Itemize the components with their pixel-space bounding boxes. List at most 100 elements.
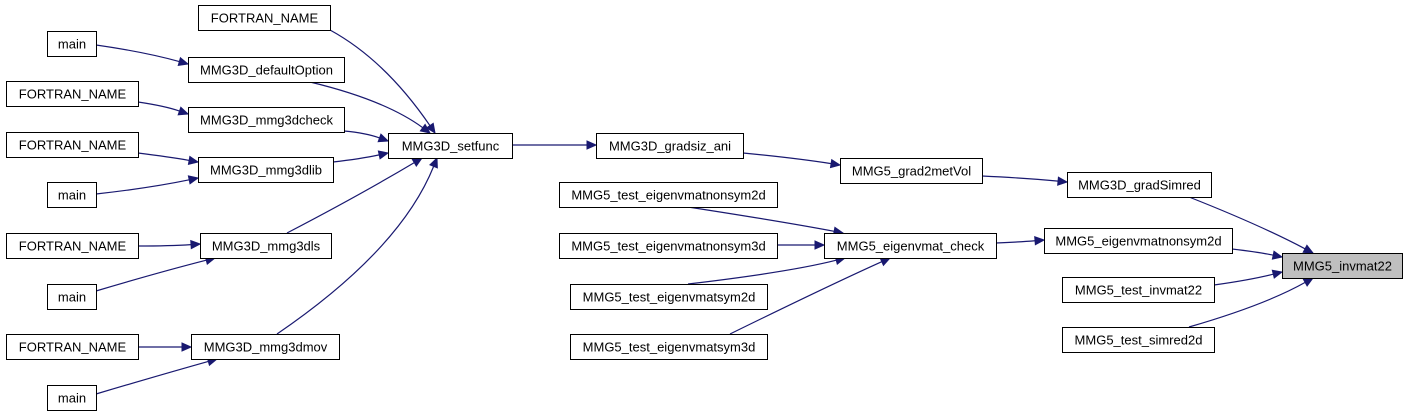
arrow-head — [1271, 269, 1284, 279]
node-testinv[interactable]: MMG5_test_invmat22 — [1062, 277, 1215, 303]
node-tes3d[interactable]: MMG5_test_eigenvmatsym3d — [570, 334, 768, 360]
arrow-head — [187, 175, 200, 185]
node-box — [6, 132, 139, 158]
edge-line — [981, 175, 1059, 182]
edge-line — [1188, 281, 1306, 328]
arrow-head — [419, 123, 431, 134]
node-box — [824, 233, 997, 259]
node-gradsiz[interactable]: MMG3D_gradsiz_ani — [596, 133, 744, 159]
node-defopt[interactable]: MMG3D_defaultOption — [188, 57, 345, 83]
node-setfunc[interactable]: MMG3D_setfunc — [388, 133, 513, 159]
edge-line — [137, 101, 180, 112]
node-invmat22[interactable]: MMG5_invmat22 — [1282, 253, 1403, 279]
edge-eigcheck-to-eignonsym — [995, 236, 1046, 246]
arrow-head — [377, 150, 390, 160]
node-main2[interactable]: main — [47, 182, 97, 208]
node-tes2d[interactable]: MMG5_test_eigenvmatsym2d — [570, 284, 768, 310]
edge-line — [309, 81, 424, 129]
edge-main2-to-lib — [95, 175, 200, 195]
node-label: MMG5_test_eigenvmatnonsym2d — [571, 188, 765, 203]
arrow-head — [829, 158, 842, 169]
node-box — [200, 233, 332, 259]
arrow-head — [377, 133, 390, 143]
node-main4[interactable]: main — [47, 385, 97, 411]
edge-main1-to-defopt — [95, 44, 190, 67]
arrow-head — [586, 140, 598, 150]
node-box — [6, 233, 139, 259]
node-gradsimred[interactable]: MMG3D_gradSimred — [1067, 172, 1212, 198]
arrow-head — [1034, 236, 1046, 246]
edge-main4-to-mov — [95, 356, 219, 395]
arrow-head — [1302, 244, 1315, 254]
edge-fn5-to-mov — [137, 342, 193, 352]
node-fn1[interactable]: FORTRAN_NAME — [198, 5, 331, 31]
edge-line — [95, 179, 190, 195]
node-fn5[interactable]: FORTRAN_NAME — [6, 334, 139, 360]
edge-fn3-to-lib — [137, 152, 200, 166]
node-box — [188, 57, 345, 83]
edge-line — [1188, 196, 1306, 250]
node-check[interactable]: MMG3D_mmg3dcheck — [188, 107, 345, 133]
arrow-head — [1057, 176, 1069, 186]
node-label: MMG3D_mmg3dlib — [210, 163, 322, 178]
edge-line — [95, 360, 209, 395]
node-mov[interactable]: MMG3D_mmg3dmov — [191, 334, 340, 360]
node-box — [559, 182, 778, 208]
arrow-head — [1271, 250, 1284, 260]
node-grad2met[interactable]: MMG5_grad2metVol — [840, 158, 983, 184]
node-label: MMG5_test_simred2d — [1075, 333, 1203, 348]
node-main1[interactable]: main — [47, 31, 97, 57]
node-label: MMG3D_mmg3dcheck — [200, 113, 333, 128]
edge-line — [343, 130, 380, 139]
node-lib[interactable]: MMG3D_mmg3dlib — [198, 157, 334, 183]
node-eignonsym[interactable]: MMG5_eigenvmatnonsym2d — [1044, 228, 1233, 254]
node-label: MMG3D_gradSimred — [1078, 178, 1201, 193]
edge-check-to-setfunc — [343, 130, 390, 143]
arrow-head — [177, 106, 190, 116]
node-label: MMG3D_setfunc — [402, 139, 500, 154]
nodes-layer: FORTRAN_NAMEmainMMG3D_defaultOptionFORTR… — [6, 5, 1403, 411]
edge-line — [687, 259, 837, 285]
edge-line — [95, 259, 207, 292]
edge-fn1-to-setfunc — [329, 29, 436, 135]
edge-line — [332, 154, 380, 163]
node-box — [47, 385, 97, 411]
edge-line — [742, 152, 832, 165]
node-box — [1062, 277, 1215, 303]
node-box — [47, 284, 97, 310]
edge-gradsiz-to-grad2met — [742, 152, 842, 169]
node-tens3d[interactable]: MMG5_test_eigenvmatnonsym3d — [559, 233, 778, 259]
arrow-head — [814, 240, 826, 250]
node-box — [596, 133, 744, 159]
edge-line — [1231, 248, 1274, 256]
node-main3[interactable]: main — [47, 284, 97, 310]
node-tens2d[interactable]: MMG5_test_eigenvmatnonsym2d — [559, 182, 778, 208]
node-box-highlighted — [1282, 253, 1403, 279]
node-fn4[interactable]: FORTRAN_NAME — [6, 233, 139, 259]
node-box — [840, 158, 983, 184]
node-label: MMG5_grad2metVol — [852, 164, 971, 179]
node-fn2[interactable]: FORTRAN_NAME — [6, 81, 139, 107]
edge-tens3d-to-eigcheck — [777, 240, 826, 250]
edge-mov-to-setfunc — [276, 156, 438, 335]
edge-lib-to-setfunc — [332, 150, 390, 163]
node-box — [6, 81, 139, 107]
node-box — [1062, 327, 1215, 353]
node-label: main — [58, 391, 86, 406]
node-label: FORTRAN_NAME — [19, 340, 127, 355]
edge-line — [137, 152, 190, 162]
node-testsimred[interactable]: MMG5_test_simred2d — [1062, 327, 1215, 353]
node-fn3[interactable]: FORTRAN_NAME — [6, 132, 139, 158]
arrow-head — [879, 257, 892, 267]
edge-grad2met-to-gradsimred — [981, 175, 1069, 186]
edge-gradsimred-to-invmat22 — [1188, 196, 1315, 254]
arrow-head — [187, 155, 200, 166]
node-label: MMG5_eigenvmat_check — [837, 239, 985, 254]
node-eigcheck[interactable]: MMG5_eigenvmat_check — [824, 233, 997, 259]
node-ls[interactable]: MMG3D_mmg3dls — [200, 233, 332, 259]
node-box — [1044, 228, 1233, 254]
arrow-head — [177, 56, 190, 67]
edge-setfunc-to-gradsiz — [512, 140, 598, 150]
edge-line — [95, 44, 180, 63]
